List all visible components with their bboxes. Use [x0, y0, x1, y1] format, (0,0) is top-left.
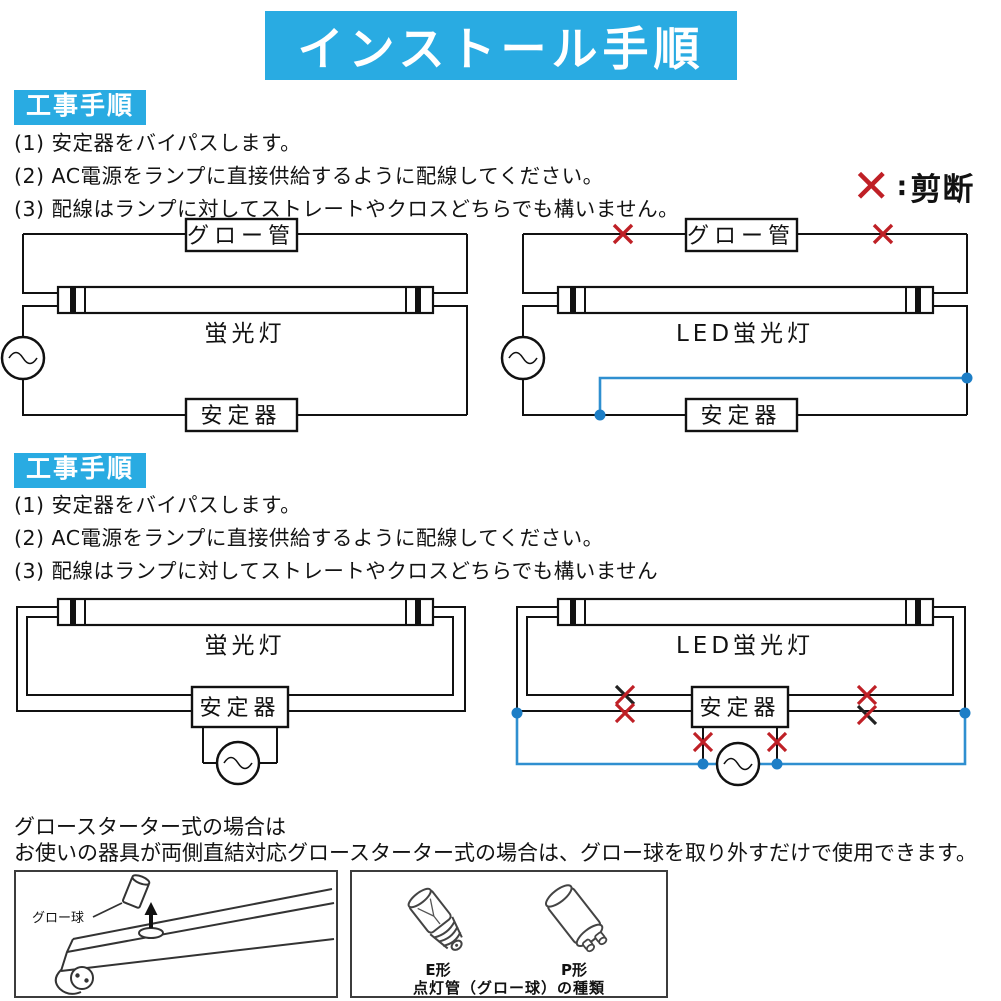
glow-bulb-icon	[122, 874, 151, 909]
lamp-label: LED蛍光灯	[676, 321, 814, 347]
wire-junction-dot	[594, 409, 606, 421]
leader-line	[92, 902, 123, 918]
lamp-label: LED蛍光灯	[676, 633, 814, 659]
wire-junction-dot	[511, 707, 523, 719]
section-2-steps: (1) 安定器をバイパスします。 (2) AC電源をランプに直接供給するように配…	[14, 489, 658, 588]
ballast-label: 安定器	[200, 404, 281, 429]
diagram-glow-led: グロー管 安定器 LED蛍光灯	[500, 217, 973, 433]
fluorescent-tube	[556, 285, 935, 315]
fluorescent-tube	[56, 285, 435, 315]
fluorescent-tube	[556, 597, 935, 627]
glow-tube-label: グロー管	[187, 224, 295, 249]
step-item: (3) 配線はランプに対してストレートやクロスどちらでも構いません。	[14, 197, 680, 221]
wire-junction-dot	[961, 372, 973, 384]
fluorescent-tube	[56, 597, 435, 627]
page-title: インストール手順	[297, 21, 705, 76]
legend-label: 剪断	[910, 171, 975, 208]
glow-tube-box	[684, 217, 799, 253]
wire-junction-dot	[697, 758, 709, 770]
glow-bulb-removal-panel: グロー球	[14, 870, 338, 998]
fixture-body	[54, 888, 335, 995]
ac-source-icon	[215, 740, 261, 786]
cut-x-icon	[612, 223, 894, 245]
lamp-label: 蛍光灯	[205, 633, 286, 659]
ac-source-icon	[715, 741, 761, 787]
note-line-2: お使いの器具が両側直結対応グロースターター式の場合は、グロー球を取り外すだけで使…	[14, 841, 977, 865]
step-item: (1) 安定器をバイパスします。	[14, 131, 302, 155]
types-illustration: E形 P形 点灯管（グロー球）の種類	[407, 884, 608, 996]
ballast-box	[190, 685, 290, 729]
title-banner: インストール手順	[265, 11, 737, 80]
lamp-label: 蛍光灯	[205, 321, 286, 347]
wire-junction-dot	[771, 758, 783, 770]
socket-hole	[138, 927, 164, 939]
diagram-rapid-fluorescent: 安定器 蛍光灯	[16, 597, 466, 786]
cut-legend: ✕ : 剪断	[852, 163, 974, 209]
glow-bulb-label: グロー球	[32, 911, 84, 926]
p-type-bulb-icon	[545, 884, 608, 953]
red-x-icon: ✕	[852, 159, 891, 213]
circuit-wires	[22, 233, 468, 416]
step-item: (3) 配線はランプに対してストレートやクロスどちらでも構いません	[14, 559, 659, 583]
removal-illustration: グロー球	[32, 874, 335, 995]
glow-tube-label: グロー管	[687, 224, 795, 249]
ballast-box	[690, 685, 790, 729]
section-2-label: 工事手順	[14, 453, 147, 488]
step-item: (2) AC電源をランプに直接供給するように配線してください。	[14, 526, 604, 550]
ac-source-icon	[500, 335, 546, 381]
ac-source-icon	[0, 335, 46, 381]
note-line-1: グロースターター式の場合は	[14, 815, 286, 839]
section-1-steps: (1) 安定器をバイパスします。 (2) AC電源をランプに直接供給するように配…	[14, 127, 679, 226]
diagram-rapid-led: 安定器 LED蛍光灯	[511, 597, 971, 787]
step-item: (2) AC電源をランプに直接供給するように配線してください。	[14, 164, 604, 188]
legend-separator: :	[896, 170, 908, 202]
tube-end-cap	[70, 966, 94, 990]
ballast-box	[684, 397, 799, 433]
circuit-wires	[16, 606, 466, 764]
cut-x-icons	[614, 684, 878, 753]
ballast-label: 安定器	[699, 696, 780, 721]
e-type-bulb-icon	[407, 887, 463, 951]
wire-junction-dot	[959, 707, 971, 719]
arrow-up-icon	[144, 902, 158, 928]
step-item: (1) 安定器をバイパスします。	[14, 493, 302, 517]
e-type-label: E形	[425, 961, 450, 979]
ballast-label: 安定器	[199, 696, 280, 721]
glow-tube-box	[184, 217, 299, 253]
diagram-glow-fluorescent: グロー管 安定器 蛍光灯	[0, 217, 468, 433]
ballast-label: 安定器	[700, 404, 781, 429]
ballast-box	[184, 397, 299, 433]
section-1-label: 工事手順	[14, 90, 147, 125]
bypass-wire	[594, 372, 973, 421]
types-caption: 点灯管（グロー球）の種類	[413, 979, 605, 996]
circuit-wires	[516, 606, 966, 763]
glow-tube-types-panel: E形 P形 点灯管（グロー球）の種類	[350, 870, 668, 998]
p-type-label: P形	[561, 961, 587, 979]
